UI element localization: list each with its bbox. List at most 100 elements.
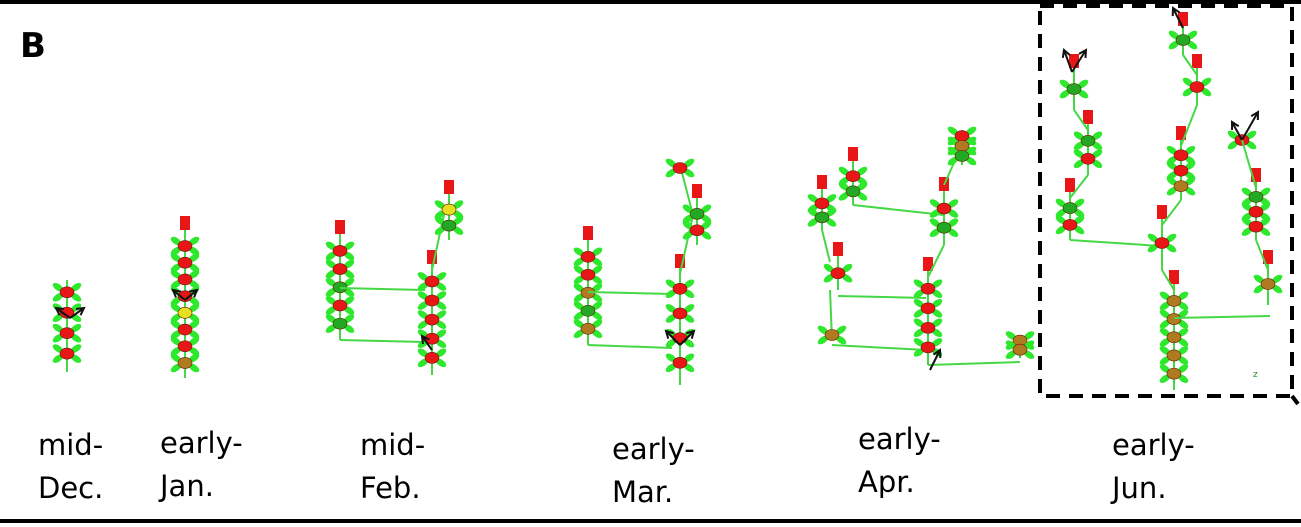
fruit-node [424, 313, 440, 326]
stage-label-line: Mar. [612, 475, 674, 509]
apex-bud [1157, 205, 1167, 219]
fruit-node [672, 332, 688, 344]
direction-arrow [69, 307, 85, 319]
plant-models [52, 6, 1283, 390]
arrow-head [932, 348, 942, 359]
stem-segment [1180, 104, 1198, 147]
fruit-node [1260, 278, 1276, 290]
apex-bud [923, 257, 933, 271]
fruit-node [920, 322, 936, 334]
stem-segment [1069, 174, 1089, 199]
fruit-node [424, 294, 440, 307]
arrow-head [1230, 120, 1240, 131]
fruit-node [332, 263, 348, 275]
stem-segment [1173, 315, 1271, 319]
z-axis-marker: z [1253, 370, 1258, 380]
fruit-node [814, 197, 830, 210]
fruit-node [689, 224, 705, 237]
apex-bud [1263, 250, 1273, 264]
fruit-node [424, 275, 440, 288]
fruit-node [1189, 81, 1205, 93]
fruit-node [1166, 331, 1182, 344]
stem-segment [339, 287, 426, 291]
stage-label-line: Jun. [1112, 471, 1167, 505]
stage-label-line: early- [160, 426, 243, 460]
fruit-node [1173, 149, 1189, 162]
fruit-node [1248, 205, 1264, 218]
stem-segment [837, 295, 927, 299]
stage-label-6: early-Jun. [1112, 424, 1195, 510]
apex-bud [692, 184, 702, 198]
apex-bud [817, 175, 827, 189]
fruit-node [672, 162, 688, 174]
fruit-node [1173, 180, 1189, 192]
arrow-head [1171, 6, 1181, 17]
direction-arrow [421, 335, 433, 351]
fruit-node [1166, 367, 1182, 380]
fruit-node [441, 203, 457, 216]
fruit-node [424, 352, 440, 364]
stage-label-line: early- [858, 422, 941, 456]
fruit-node [672, 282, 688, 295]
top-border [0, 0, 1301, 4]
fruit-node [845, 170, 861, 182]
direction-arrow [679, 330, 695, 346]
fruit-node [1248, 220, 1264, 233]
stem-segment [587, 344, 673, 349]
fruit-node [845, 185, 861, 198]
fruit-node [920, 302, 936, 315]
apex-bud [1176, 126, 1186, 140]
fruit-node [580, 304, 596, 317]
fruit-node [441, 219, 457, 232]
stem-segment [587, 291, 673, 295]
arrow-head [1250, 110, 1260, 121]
fruit-node [954, 130, 970, 142]
apex-bud [675, 254, 685, 268]
stem-segment [852, 204, 945, 216]
panel-label: B [20, 26, 46, 66]
fruit-node [59, 347, 75, 360]
fruit-node [177, 240, 193, 252]
fruit-node [177, 290, 193, 302]
fruit-node [1062, 219, 1078, 231]
stage-label-line: mid- [360, 428, 426, 462]
direction-arrow [1063, 49, 1073, 73]
stem-segment [1161, 269, 1175, 291]
arrow-head [54, 306, 65, 316]
stage-label-line: Feb. [360, 471, 421, 505]
stage-label-3: mid- Feb. [360, 424, 425, 510]
apex-bud [848, 147, 858, 161]
fruit-node [1080, 153, 1096, 165]
direction-arrow [1241, 111, 1259, 141]
apex-bud [335, 220, 345, 234]
fruit-node [1175, 34, 1191, 46]
fruit-node [59, 306, 75, 319]
fruit-node [689, 208, 705, 220]
fruit-node [177, 323, 193, 336]
arrow-head [75, 306, 86, 316]
fruit-node [920, 282, 936, 295]
fruit-node [936, 221, 952, 234]
fruit-node [1080, 135, 1096, 147]
fruit-node [332, 317, 348, 330]
arrow-head [1078, 48, 1088, 59]
fruit-node [59, 327, 75, 339]
fruit-node [920, 341, 936, 354]
fruit-node [936, 202, 952, 215]
direction-arrow [55, 307, 71, 319]
apex-bud [427, 250, 437, 264]
fruit-node [814, 211, 830, 224]
stem-segment [1182, 54, 1198, 76]
stage-label-line: Apr. [858, 465, 915, 499]
stage-label-5: early- Apr. [858, 418, 941, 504]
direction-arrow [184, 289, 198, 301]
fruit-node [1012, 343, 1028, 356]
stem-segment [1073, 109, 1089, 131]
fruit-node [580, 250, 596, 263]
fruit-node [177, 273, 193, 286]
stem-segment [927, 244, 945, 278]
fruit-node [1166, 295, 1182, 307]
apex-bud [1069, 54, 1079, 68]
stage-label-line: Jan. [160, 469, 214, 503]
